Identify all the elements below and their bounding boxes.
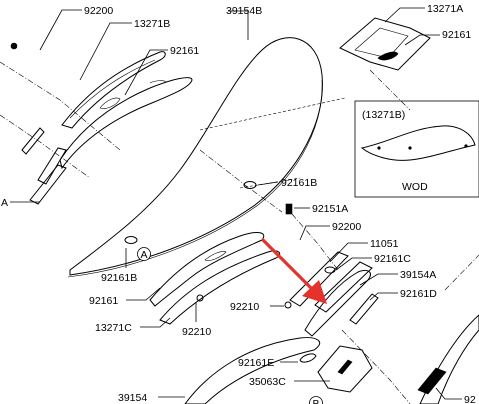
leader-39154B (228, 10, 249, 40)
label-92161-a: 92161 (170, 45, 199, 57)
bracket-13271A-slot (377, 51, 399, 61)
bolt-92151A (285, 203, 293, 215)
right-lower-piece (419, 314, 479, 404)
grommet-92161C (324, 266, 336, 274)
bracket-92161D (349, 293, 379, 325)
centerline-2 (0, 114, 91, 179)
leader-13271C (140, 317, 171, 328)
leader-39154A (359, 273, 398, 286)
fairing-slot (99, 97, 121, 109)
right-inner-panel (304, 269, 371, 337)
cover-13271C (159, 250, 281, 325)
inset-hole-1 (377, 146, 381, 150)
highlight-arrow (261, 238, 327, 304)
washer-92210-b (284, 301, 292, 309)
leader-92161C (335, 257, 372, 271)
label-92210-a: 92210 (182, 326, 211, 338)
label-92161-tr: 92161 (442, 29, 471, 41)
washer-92210-a (196, 294, 204, 302)
label-92161E: 92161E (238, 357, 274, 369)
highlight-arrow-head (302, 280, 327, 304)
reference-circle-A-label: A (141, 249, 148, 261)
label-13271C: 13271C (95, 322, 132, 334)
bolt-top-left (10, 42, 18, 50)
inset-part-13271B (360, 125, 476, 161)
label-13271A: 13271A (427, 3, 463, 15)
bracket-35063C-slot (337, 359, 353, 375)
label-11051: 11051 (370, 238, 399, 250)
highlight-arrow-shaft (261, 238, 316, 293)
label-92161B-low: 92161B (101, 272, 137, 284)
label-92161B-mid: 92161B (281, 177, 317, 189)
label-92161C: 92161C (374, 253, 411, 265)
label-92210-b: 92210 (230, 301, 259, 313)
leader-92161-low (126, 287, 161, 301)
label-39154A: 39154A (400, 269, 436, 281)
lower-cowl-39154 (184, 337, 321, 404)
right-clip (417, 367, 447, 395)
label-13271B: 13271B (134, 18, 170, 30)
leader-92200-mid (299, 225, 330, 241)
label-39154: 39154 (118, 392, 147, 404)
label-92161-low: 92161 (89, 295, 118, 307)
centerline-5 (369, 69, 411, 111)
label-92151A: 92151A (312, 203, 348, 215)
grommet-92161B-mid (243, 181, 257, 189)
windshield-39154B-inner (67, 79, 323, 278)
label-92-br: 92 (464, 394, 476, 404)
left-strip-3 (21, 127, 45, 155)
leader-92161D (369, 292, 398, 301)
cover-13271C-slot (204, 251, 227, 261)
inset-hole-3 (464, 144, 468, 148)
cowl-13271B-inner (69, 59, 156, 119)
bracket-35063C (317, 345, 373, 393)
leader-92161-a (124, 49, 168, 96)
leader-11051 (329, 242, 368, 263)
windshield-39154B (69, 37, 323, 276)
label-92200-top: 92200 (84, 5, 113, 17)
bracket-13271A-inner (354, 27, 409, 59)
label-92161D: 92161D (400, 288, 437, 300)
label-35063C: 35063C (249, 376, 286, 388)
panel-39154A-2 (314, 261, 373, 313)
reference-circle-B-label: B (313, 398, 320, 404)
leader-92200-top (39, 9, 82, 51)
left-strip-2 (29, 164, 67, 205)
fairing-piece-92161 (59, 77, 193, 170)
label-39154B: 39154B (226, 5, 262, 17)
cowl-13271B (61, 51, 166, 129)
bracket-13271A (339, 17, 431, 71)
leader-92161B-mid (257, 181, 279, 186)
dashed-line-1 (199, 97, 346, 131)
label-edge-A: A (1, 197, 8, 209)
inset-hole-2 (408, 146, 412, 150)
panel-39154A (289, 251, 349, 307)
centerline-7 (444, 254, 479, 291)
leader-92161-tr (404, 34, 440, 46)
centerline-6 (341, 329, 411, 404)
inset-title: (13271B) (362, 109, 405, 121)
small-grommet-92161E (299, 353, 317, 363)
grommet-92161B-left (124, 236, 138, 244)
leader-13271A (384, 7, 425, 23)
centerline-3 (199, 149, 283, 213)
inset-caption: WOD (402, 181, 428, 193)
label-92200-mid: 92200 (332, 221, 361, 233)
centerline-1 (0, 61, 121, 151)
reference-circle-A (137, 247, 151, 261)
reference-circle-B (309, 396, 323, 404)
leader-92-br (435, 387, 462, 400)
fairing-slot-2 (149, 80, 167, 84)
centerline-4 (291, 213, 339, 271)
leader-13271B (79, 22, 132, 81)
